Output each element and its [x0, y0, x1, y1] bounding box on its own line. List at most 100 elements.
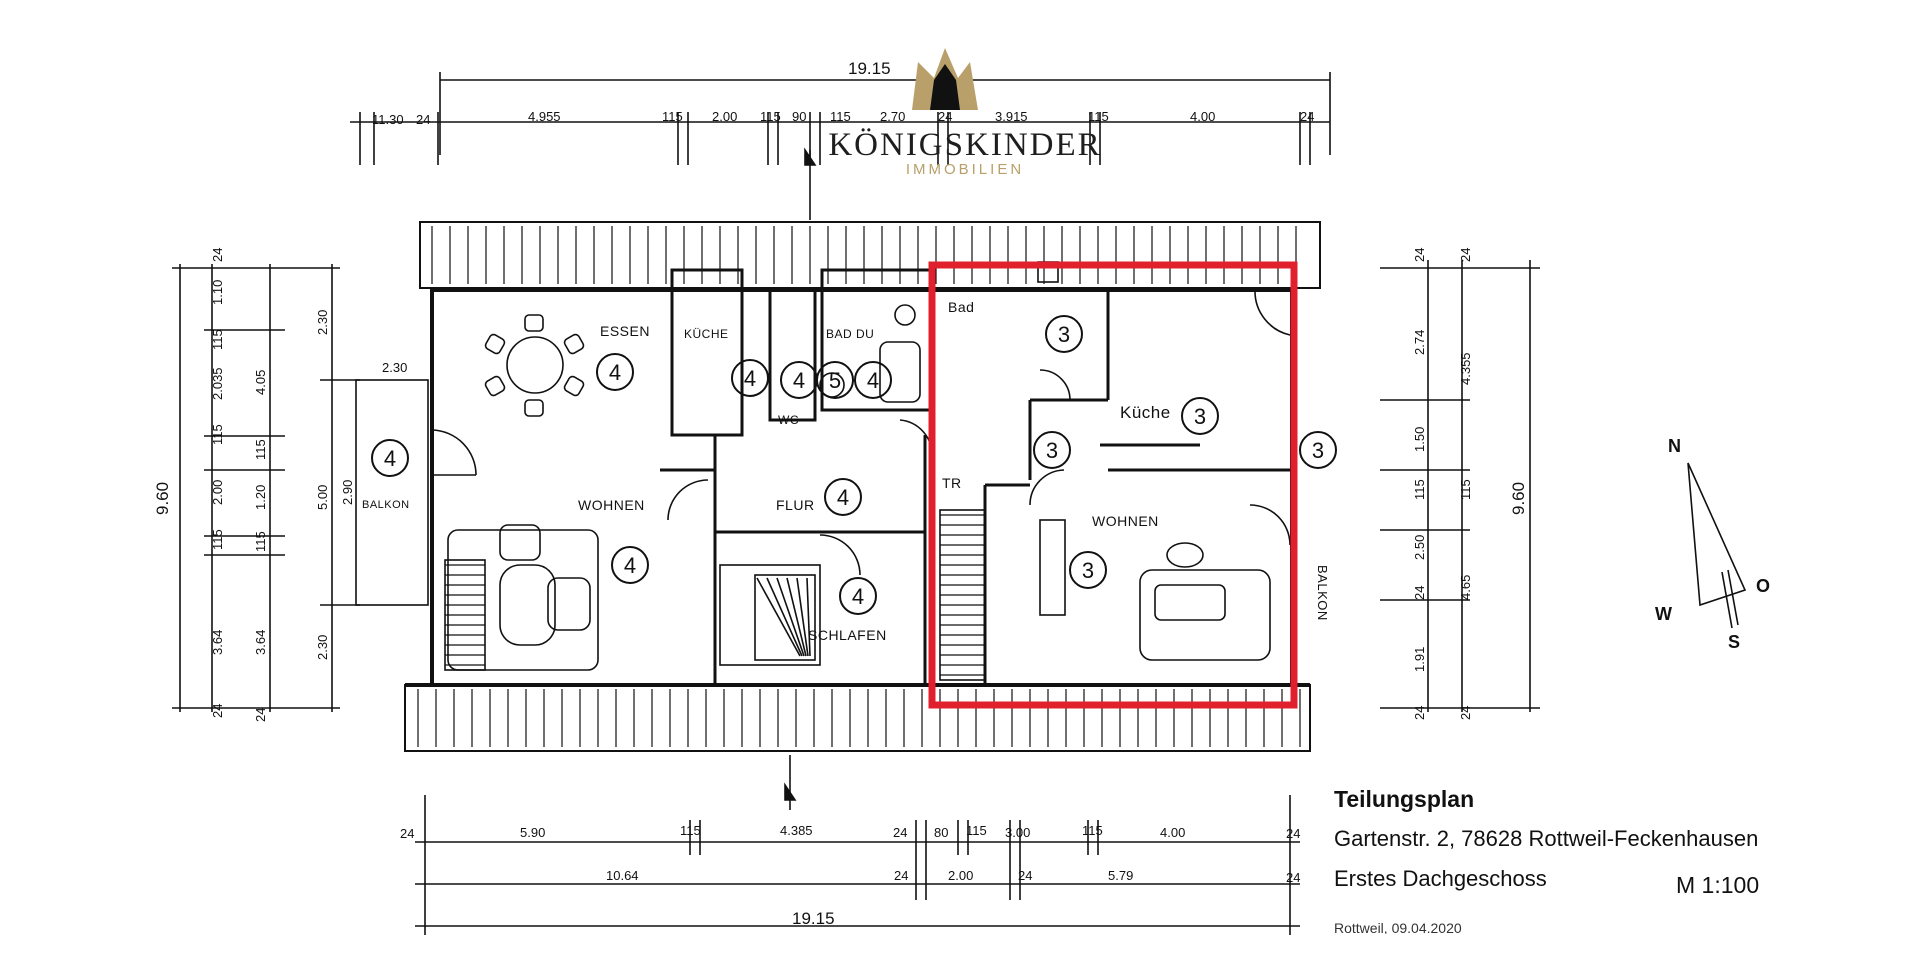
dim-bottom: 4.385	[780, 823, 813, 838]
dim-left-total: 9.60	[153, 482, 172, 515]
logo-sub: IMMOBILIEN	[905, 161, 1025, 178]
dim-right: 2.50	[1412, 535, 1427, 560]
dim-right: 115	[1412, 479, 1427, 500]
bed-hatch-line	[776, 577, 805, 657]
room-label-bad-right: Bad	[948, 299, 974, 315]
unit-circle	[824, 478, 862, 516]
dim-left: 115	[210, 329, 225, 350]
dim-top: 24	[416, 112, 430, 127]
unit-number: 4	[852, 584, 864, 609]
bed-hatch-line	[756, 577, 801, 657]
dim-bottom: 24	[1286, 870, 1300, 885]
dim-top: 4.00	[1190, 109, 1215, 124]
dim-left: 2.30	[382, 360, 407, 375]
dim-left: 2.30	[315, 310, 330, 335]
unit-number: 3	[1046, 438, 1058, 463]
dim-right: 1.91	[1412, 647, 1427, 672]
dim-right: 24	[1412, 706, 1427, 720]
dim-top-total: 19.15	[848, 59, 891, 78]
unit-number: 4	[609, 360, 621, 385]
unit-number: 4	[624, 553, 636, 578]
dim-top: 24	[1300, 109, 1314, 124]
dim-left: 115	[253, 531, 268, 552]
compass-n: N	[1668, 436, 1681, 456]
logo-name: KÖNIGSKINDER	[828, 127, 1102, 163]
unit-circle	[1045, 315, 1083, 353]
dim-left: 1.20	[253, 485, 268, 510]
unit-number: 4	[867, 368, 879, 393]
bed-hatch-line	[796, 577, 809, 657]
unit-number: 4	[744, 366, 756, 391]
dim-bottom-total: 19.15	[792, 909, 835, 928]
dim-top: 3.915	[995, 109, 1028, 124]
dim-right: 2.74	[1412, 330, 1427, 355]
room-label-wc: WC	[778, 413, 799, 427]
dim-top: 4.955	[528, 109, 561, 124]
unit-circle	[816, 361, 854, 399]
dim-left: 1.10	[210, 280, 225, 305]
room-label-essen: ESSEN	[600, 323, 650, 339]
unit-number: 5	[829, 368, 841, 393]
dim-bottom: 24	[893, 825, 907, 840]
highlight-box	[928, 261, 1298, 709]
bed-hatch-line	[766, 577, 803, 657]
logo: KÖNIGSKINDER IMMOBILIEN	[815, 48, 1115, 178]
dim-left: 4.05	[253, 370, 268, 395]
unit-circle	[596, 353, 634, 391]
room-label-kueche-left: KÜCHE	[684, 327, 729, 341]
dim-top: 2.70	[880, 109, 905, 124]
dim-right: 115	[1458, 479, 1473, 500]
dim-left: 115	[253, 439, 268, 460]
dim-top: 115	[662, 109, 683, 124]
dim-bottom: 3.00	[1005, 825, 1030, 840]
bed-hatch-line	[806, 577, 811, 657]
dim-bottom: 2.00	[948, 868, 973, 883]
dim-left: 24	[253, 708, 268, 722]
dim-right: 24	[1412, 248, 1427, 262]
unit-number: 4	[384, 446, 396, 471]
dim-right: 24	[1458, 248, 1473, 262]
dim-left: 115	[210, 424, 225, 445]
dim-left: 24	[210, 704, 225, 718]
dim-bottom: 115	[1082, 823, 1103, 838]
unit-number: 3	[1312, 438, 1324, 463]
dim-right: 24	[1458, 706, 1473, 720]
dim-left: 115	[210, 529, 225, 550]
unit-number: 3	[1082, 558, 1094, 583]
dim-right: 24	[1412, 586, 1427, 600]
unit-circle	[1033, 431, 1071, 469]
dim-top: 115	[760, 109, 781, 124]
unit-circle	[839, 577, 877, 615]
unit-circle	[731, 359, 769, 397]
dim-bottom: 115	[680, 823, 701, 838]
room-label-schlafen: SCHLAFEN	[808, 627, 887, 643]
dim-bottom: 24	[1018, 868, 1032, 883]
unit-circle	[371, 439, 409, 477]
dim-right: 4.355	[1458, 352, 1473, 385]
room-label-balkon: BALKON	[362, 499, 410, 511]
dim-right: 1.50	[1412, 427, 1427, 452]
dim-bottom: 24	[894, 868, 908, 883]
dim-left: 24	[210, 248, 225, 262]
unit-circle	[1181, 397, 1219, 435]
unit-circle	[1069, 551, 1107, 589]
room-label-flur: FLUR	[776, 497, 815, 513]
room-label-wohnen-left: WOHNEN	[578, 497, 645, 513]
dim-bottom: 24	[400, 826, 414, 841]
plan-title: Teilungsplan	[1334, 786, 1475, 812]
dim-right: 4.65	[1458, 575, 1473, 600]
dim-top: 24	[938, 109, 952, 124]
plan-date: Rottweil, 09.04.2020	[1334, 920, 1462, 934]
dim-bottom: 115	[966, 823, 987, 838]
bed-hatch-line	[786, 577, 807, 657]
dim-top: 11.30	[372, 112, 404, 127]
room-label-kueche-right: Küche	[1120, 403, 1171, 422]
unit-number: 3	[1194, 404, 1206, 429]
room-label-bad-du: BAD DU	[826, 327, 874, 341]
plan-address: Gartenstr. 2, 78628 Rottweil-Feckenhause…	[1334, 826, 1759, 851]
unit-circle	[1299, 431, 1337, 469]
unit-number: 3	[1058, 322, 1070, 347]
dim-bottom: 5.79	[1108, 868, 1133, 883]
room-label-wohnen-right: WOHNEN	[1092, 513, 1159, 529]
compass-s: S	[1728, 632, 1740, 652]
